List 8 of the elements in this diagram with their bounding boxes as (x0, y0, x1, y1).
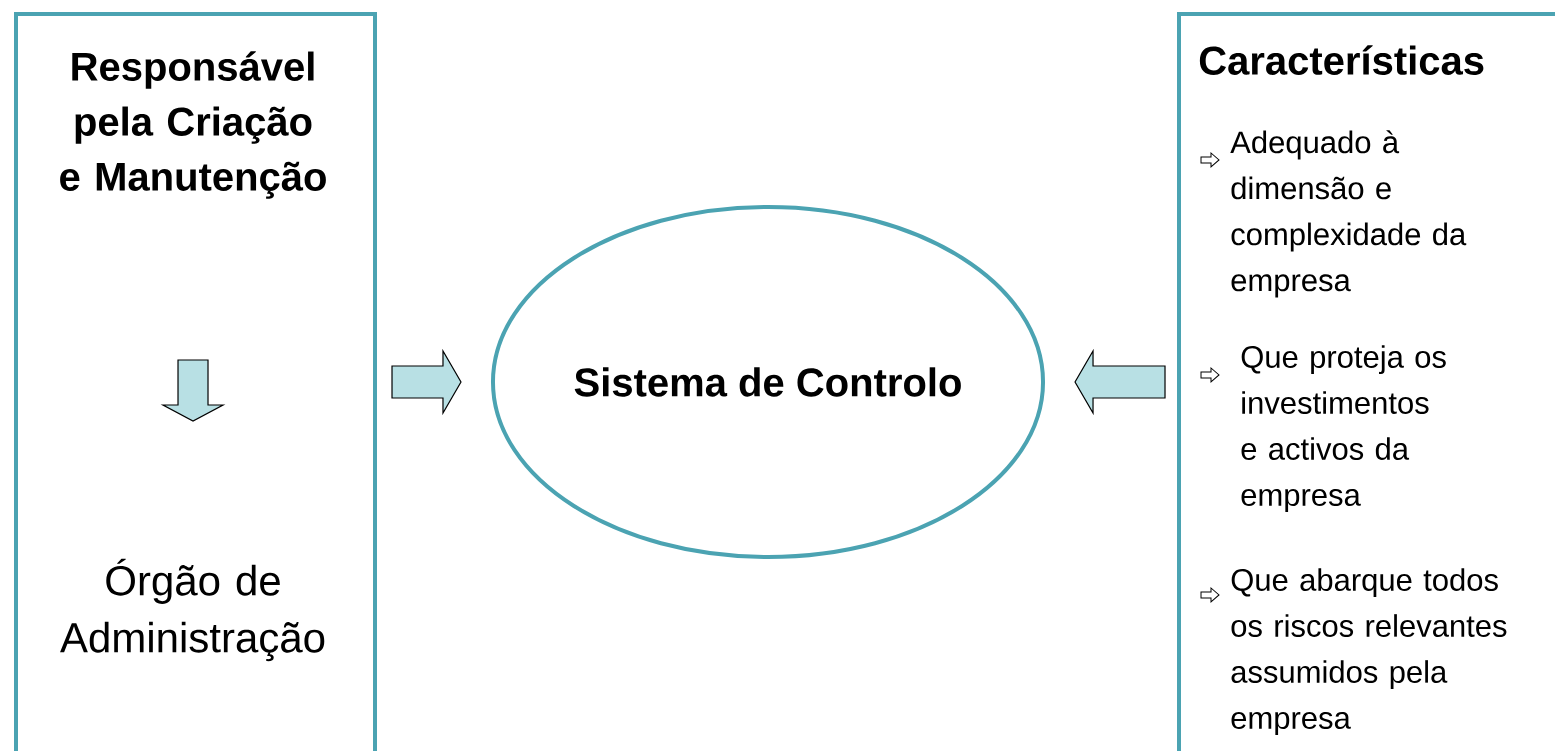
block-arrow (391, 348, 462, 416)
bullet-item: Que abarque todos os riscos relevantes assumidos pela empresa (1231, 568, 1507, 736)
label-text: Órgão de Administração (60, 558, 325, 662)
block-arrow (1074, 348, 1166, 416)
bullet-item: Que proteja os investimentos e activos da empresa (1241, 345, 1446, 513)
heading: Características (1199, 45, 1484, 75)
bullet-item: Adequado à dimensão e complexidade da empresa (1230, 130, 1467, 298)
heading: Responsável pela Criação e Manutenção (60, 51, 326, 199)
